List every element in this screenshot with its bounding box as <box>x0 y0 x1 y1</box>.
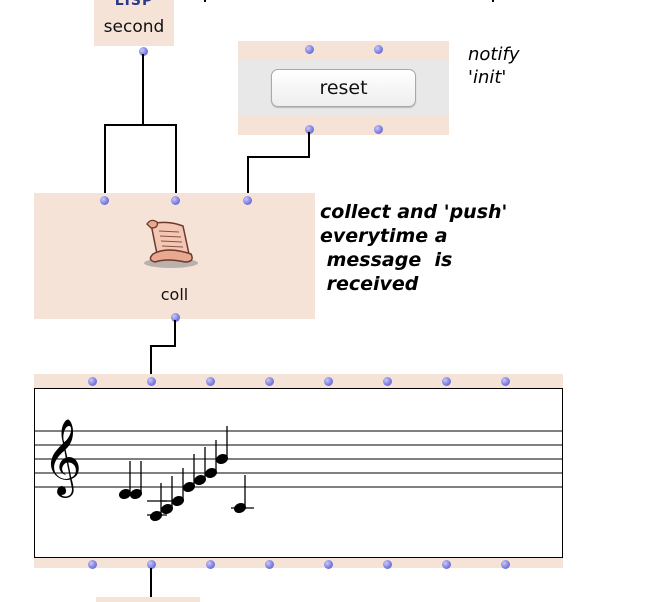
score-outlet-8[interactable] <box>501 560 510 569</box>
wire-lisp-down <box>142 54 144 125</box>
notify-comment: notify 'init' <box>468 44 520 88</box>
score-inlet-4[interactable] <box>265 377 274 386</box>
coll-label: coll <box>160 285 189 304</box>
wire-coll-horizontal <box>150 345 176 347</box>
music-staff <box>35 426 562 522</box>
wire-to-coll-inlet-2 <box>175 124 177 196</box>
score-inlet-1[interactable] <box>88 377 97 386</box>
score-outlet-4[interactable] <box>265 560 274 569</box>
lisp-second-box[interactable]: LISP second <box>94 0 174 46</box>
wire-reset-down <box>308 132 310 158</box>
score-inlet-8[interactable] <box>501 377 510 386</box>
scroll-icon <box>137 218 203 270</box>
score-outlet-5[interactable] <box>324 560 333 569</box>
reset-inlet-1[interactable] <box>305 45 314 54</box>
coll-outlet[interactable] <box>171 313 180 322</box>
lisp-function-name: second <box>103 17 165 37</box>
score-box[interactable]: 𝄞 <box>34 374 563 568</box>
coll-inlet-1[interactable] <box>100 196 109 205</box>
coll-inlet-3[interactable] <box>243 196 252 205</box>
reset-outlet-2[interactable] <box>374 125 383 134</box>
wire-to-score-inlet <box>150 345 152 379</box>
coll-box[interactable]: coll <box>34 193 315 319</box>
score-outlet-3[interactable] <box>206 560 215 569</box>
coll-comment: collect and 'push' everytime a message i… <box>320 201 508 295</box>
wire-score-down <box>150 568 152 598</box>
lisp-badge: LISP <box>114 0 154 9</box>
coll-inlet-2[interactable] <box>171 196 180 205</box>
bottom-box-fragment[interactable] <box>96 597 200 602</box>
score-inlet-5[interactable] <box>324 377 333 386</box>
wire-to-coll-inlet-3 <box>247 156 249 196</box>
reset-inlet-2[interactable] <box>374 45 383 54</box>
reset-outlet-1[interactable] <box>305 125 314 134</box>
treble-clef-icon: 𝄞 <box>43 418 83 495</box>
reset-button[interactable]: reset <box>271 69 416 107</box>
lisp-second-outlet[interactable] <box>139 47 148 56</box>
score-staff-area[interactable]: 𝄞 <box>34 388 563 558</box>
score-inlet-2[interactable] <box>147 377 156 386</box>
score-inlet-6[interactable] <box>383 377 392 386</box>
score-inlet-7[interactable] <box>442 377 451 386</box>
wire-to-coll-inlet-1 <box>104 124 106 196</box>
wire-coll-down <box>174 320 176 347</box>
score-outlet-2[interactable] <box>147 560 156 569</box>
wire-reset-horizontal <box>247 156 310 158</box>
reset-box: reset <box>238 41 449 135</box>
score-outlet-6[interactable] <box>383 560 392 569</box>
wire-lisp-horizontal <box>104 124 176 126</box>
score-outlet-1[interactable] <box>88 560 97 569</box>
score-inlet-3[interactable] <box>206 377 215 386</box>
top-comment-fragment <box>204 0 504 4</box>
score-outlet-7[interactable] <box>442 560 451 569</box>
